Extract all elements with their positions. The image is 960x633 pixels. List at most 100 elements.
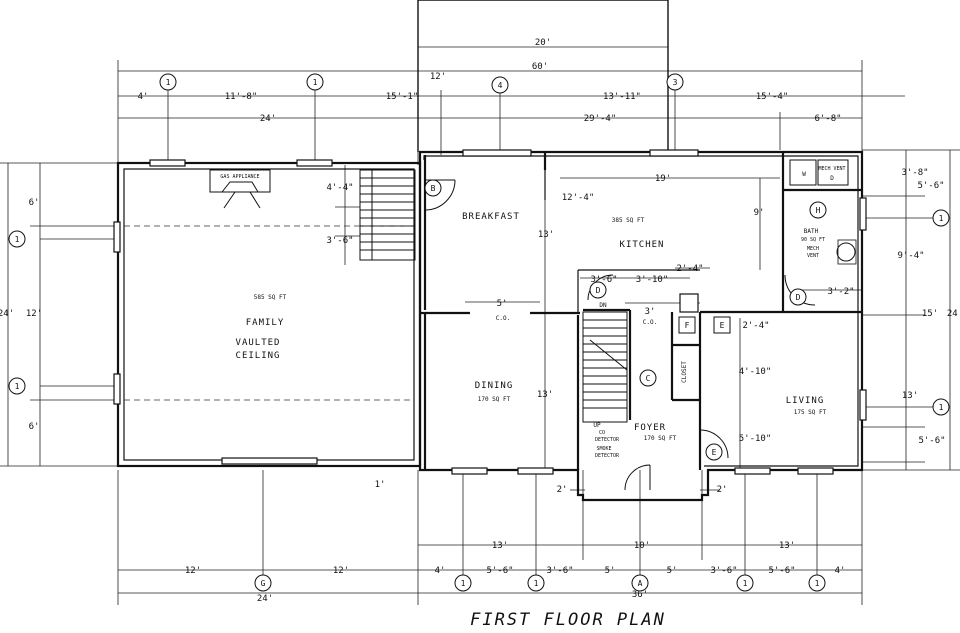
stair-up-label: UP: [593, 422, 601, 429]
dim-bottom-5b: 5': [667, 566, 678, 576]
door-swings: [424, 159, 857, 491]
dim-3-6a: 3'-6": [326, 236, 353, 246]
dim-bottom-4a: 4': [435, 566, 446, 576]
dim-top-60: 60': [532, 62, 548, 72]
smoke-label: SMOKE: [596, 446, 611, 452]
grid-marker-4: 4: [498, 81, 503, 90]
kitchen-area: 385 SQ FT: [612, 217, 645, 224]
grid-marker-1a: 1: [166, 78, 171, 87]
dim-bottom-13b: 13': [779, 541, 795, 551]
dim-5-10: 5'-10": [739, 434, 772, 444]
dim-2-4a: 2'-4": [676, 264, 703, 274]
dim-right-24: 24': [947, 309, 960, 319]
grid-marker-1h: 1: [534, 579, 539, 588]
dim-2b: 2': [717, 485, 728, 495]
washer-label: W: [802, 171, 806, 178]
windows: [113, 149, 867, 475]
dim-13a: 13': [538, 230, 554, 240]
dim-bottom-3-6a: 3'-6": [546, 566, 573, 576]
bath-note-1: MECH: [807, 246, 819, 252]
dim-bottom-12a: 12': [185, 566, 201, 576]
dim-bottom-4b: 4': [835, 566, 846, 576]
bath-note-2: VENT: [807, 253, 819, 259]
dim-bottom-10: 10': [634, 541, 650, 551]
grid-marker-a: A: [638, 579, 643, 588]
dim-13b: 13': [537, 390, 553, 400]
walls: [116, 0, 864, 502]
fireplace: [209, 169, 271, 209]
tag-f: F: [685, 321, 690, 330]
drawing-title: FIRST FLOOR PLAN: [470, 610, 666, 630]
dim-4-10: 4'-10": [739, 367, 772, 377]
dim-right-5-6a: 5'-6": [917, 181, 944, 191]
grid-marker-1d: 1: [15, 382, 20, 391]
co-detector-label: DETECTOR: [595, 437, 620, 443]
dim-bottom-5a: 5': [605, 566, 616, 576]
dim-3: 3': [645, 307, 656, 317]
bath-area: 90 SQ FT: [801, 237, 825, 243]
dim-3-2: 3'-2": [827, 287, 854, 297]
dim-1: 1': [375, 480, 386, 490]
tag-d1: D: [596, 286, 601, 295]
dim-top-4: 4': [138, 92, 149, 102]
stair-dn-label: DN: [599, 302, 607, 309]
tag-c: C: [646, 374, 651, 383]
dim-top-12: 12': [430, 72, 446, 82]
dim-12-4: 12'-4": [562, 193, 595, 203]
dim-3-10: 3'-10": [636, 275, 669, 285]
dining-name: DINING: [475, 381, 514, 391]
dim-4-4: 4'-4": [326, 183, 353, 193]
family-area: 585 SQ FT: [254, 294, 287, 301]
foyer-area: 170 SQ FT: [644, 435, 677, 442]
family-note-1: VAULTED: [236, 338, 281, 348]
grid-bubbles: [8, 73, 950, 592]
dim-13c: 13': [902, 391, 918, 401]
dim-top-20: 20': [535, 38, 551, 48]
dryer-label: D: [830, 175, 834, 182]
family-name: FAMILY: [246, 318, 285, 328]
dim-right-5-6b: 5'-6": [918, 436, 945, 446]
dim-bottom-12b: 12': [333, 566, 349, 576]
dim-right-9-4: 9'-4": [897, 251, 924, 261]
dimension-lines: [0, 40, 960, 605]
dim-left-6b: 6': [29, 422, 40, 432]
dim-left-6a: 6': [29, 198, 40, 208]
dim-left-24: 24': [0, 309, 14, 319]
dim-top-24: 24': [260, 114, 276, 124]
grid-marker-1g: 1: [461, 579, 466, 588]
living-area: 175 SQ FT: [794, 409, 827, 416]
dim-bottom-5-6a: 5'-6": [486, 566, 513, 576]
mech-vent-label: MECH VENT: [818, 166, 845, 172]
breakfast-name: BREAKFAST: [462, 212, 520, 222]
dim-2-4b: 2'-4": [742, 321, 769, 331]
grid-marker-1e: 1: [939, 214, 944, 223]
dim-9: 9': [754, 208, 765, 218]
dim-left-12: 12': [26, 309, 42, 319]
dim-19: 19': [655, 174, 671, 184]
grid-marker-3: 3: [673, 78, 678, 87]
dim-top-6-8: 6'-8": [814, 114, 841, 124]
dim-2a: 2': [557, 485, 568, 495]
tag-e-box: E: [720, 321, 725, 330]
dining-area: 170 SQ FT: [478, 396, 511, 403]
living-name: LIVING: [786, 396, 825, 406]
co-label: CO: [599, 430, 605, 436]
tag-h: H: [816, 206, 821, 215]
grid-marker-1j: 1: [815, 579, 820, 588]
dim-bottom-24: 24': [257, 594, 273, 604]
dim-top-15-4: 15'-4": [756, 92, 789, 102]
dim-top-11-8: 11'-8": [225, 92, 258, 102]
dim-right-3-8: 3'-8": [901, 168, 928, 178]
dim-5: 5': [497, 299, 508, 309]
dim-top-15-1: 15'-1": [386, 92, 419, 102]
bath-name: BATH: [804, 228, 819, 235]
foyer-name: FOYER: [634, 423, 666, 433]
closet-name: CLOSET: [681, 361, 688, 383]
tag-d2: D: [796, 293, 801, 302]
family-note-2: CEILING: [236, 351, 281, 361]
kitchen-name: KITCHEN: [620, 240, 665, 250]
dim-right-15: 15': [922, 309, 938, 319]
grid-marker-1f: 1: [939, 403, 944, 412]
smoke-detector-label: DETECTOR: [595, 453, 620, 459]
